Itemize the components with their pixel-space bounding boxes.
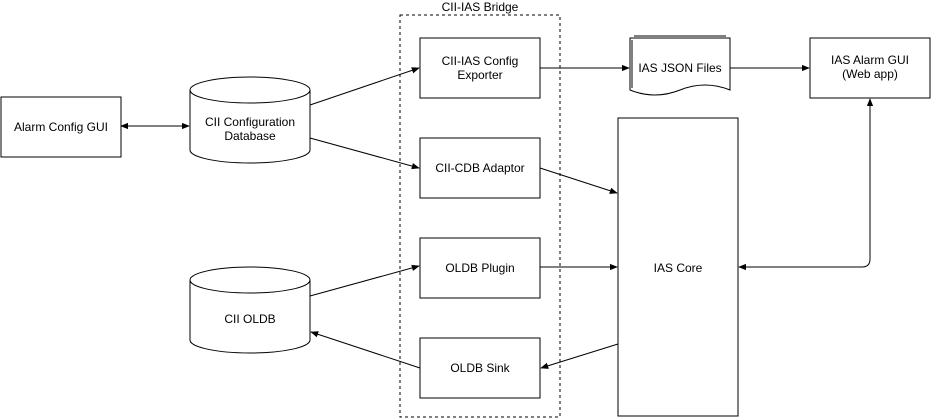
cii-oldb-label: CII OLDB (224, 312, 275, 326)
alarm-config-gui-node: Alarm Config GUI (0, 96, 122, 158)
edge-oldbsink-oldb (310, 331, 421, 369)
ias-alarm-gui-node: IAS Alarm GUI (Web app) (809, 37, 931, 99)
oldb-sink-label: OLDB Sink (450, 361, 510, 375)
cii-configuration-database-node: CII Configuration Database (189, 76, 311, 164)
ias-json-files-label: IAS JSON Files (638, 61, 721, 75)
ias-alarm-gui-label-line2: (Web app) (842, 67, 898, 81)
config-exporter-label-line2: Exporter (457, 68, 502, 82)
ias-json-files-node: IAS JSON Files (629, 35, 731, 96)
cii-oldb-node: CII OLDB (189, 266, 311, 354)
edge-iascore-iasalarmgui (738, 98, 874, 271)
edge-oldb-oldbplugin (309, 264, 420, 297)
oldb-plugin-label: OLDB Plugin (445, 261, 514, 275)
edge-iascore-oldbsink (540, 343, 619, 369)
oldb-sink-node: OLDB Sink (419, 337, 541, 399)
config-exporter-node: CII-IAS Config Exporter (419, 37, 541, 99)
ias-alarm-gui-label-line1: IAS Alarm GUI (831, 53, 909, 67)
oldb-plugin-node: OLDB Plugin (419, 237, 541, 299)
ias-core-node: IAS Core (617, 117, 739, 417)
cii-configuration-database-label-line2: Database (224, 129, 276, 143)
edge-cdbadaptor-iascore (539, 167, 618, 194)
cdb-adaptor-label: CII-CDB Adaptor (435, 161, 524, 175)
config-exporter-label-line1: CII-IAS Config (442, 54, 519, 68)
edge-configdb-cdbadaptor (309, 137, 420, 170)
ias-core-label: IAS Core (654, 261, 703, 275)
edge-configdb-exporter (309, 67, 420, 106)
cdb-adaptor-node: CII-CDB Adaptor (419, 137, 541, 199)
cii-ias-bridge-title: CII-IAS Bridge (442, 0, 519, 14)
alarm-config-gui-label: Alarm Config GUI (14, 120, 108, 134)
cii-ias-bridge-group: CII-IAS Bridge (399, 0, 561, 418)
cii-configuration-database-label-line1: CII Configuration (205, 115, 295, 129)
